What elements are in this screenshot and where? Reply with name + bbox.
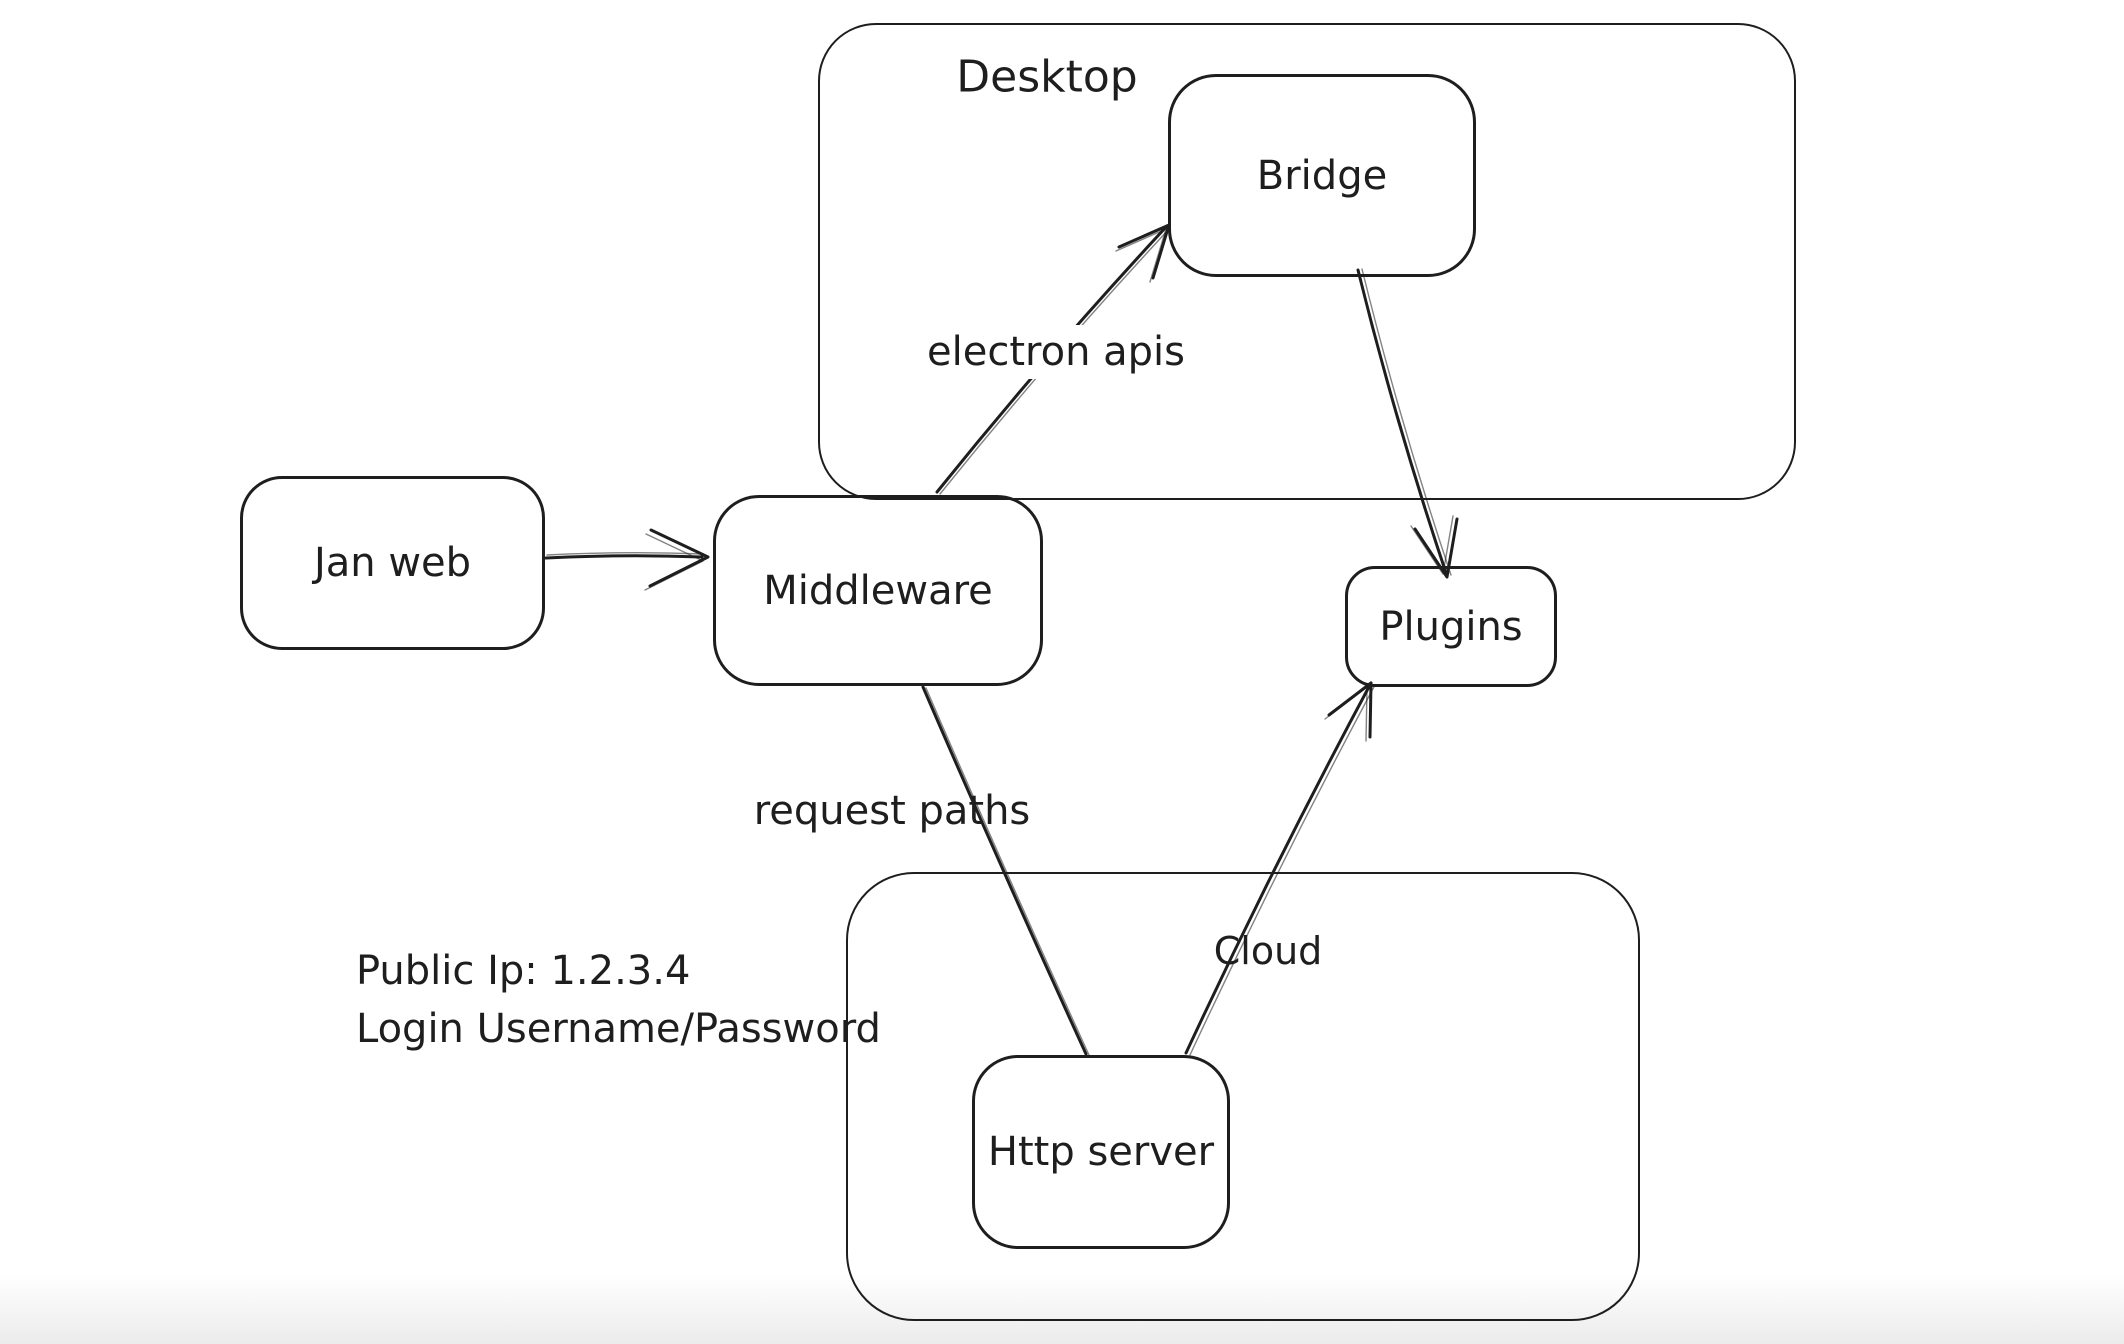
edge-middleware-to-http-server[interactable] (921, 685, 1090, 1056)
node-plugins[interactable]: Plugins (1345, 566, 1557, 687)
arrowhead (1413, 517, 1459, 579)
node-http-server[interactable]: Http server (972, 1055, 1230, 1249)
edge-label-electron-apis[interactable]: electron apis (917, 325, 1195, 379)
plugins-label: Plugins (1379, 603, 1523, 650)
bridge-label: Bridge (1256, 152, 1388, 199)
edge-http-server-to-plugins[interactable] (1184, 681, 1376, 1056)
desktop-container[interactable] (818, 23, 1796, 500)
jan-web-label: Jan web (313, 540, 472, 586)
edge-jan-web-to-middleware[interactable] (544, 528, 710, 591)
desktop-container-label[interactable]: Desktop (956, 51, 1138, 103)
annotation-line-public-ip: Public Ip: 1.2.3.4 (356, 948, 691, 994)
arrowhead (648, 528, 710, 588)
node-bridge[interactable]: Bridge (1168, 74, 1476, 277)
annotation-line-login: Login Username/Password (356, 1006, 881, 1052)
edge-bridge-to-plugins[interactable] (1356, 268, 1459, 579)
arrowhead (1117, 223, 1171, 280)
http-server-label: Http server (987, 1129, 1215, 1175)
middleware-label: Middleware (763, 567, 993, 614)
node-jan-web[interactable]: Jan web (240, 476, 545, 650)
cloud-container-label[interactable]: Cloud (1213, 929, 1323, 973)
cloud-container[interactable] (846, 872, 1640, 1321)
bottom-fade-gradient (0, 1274, 2124, 1344)
node-middleware[interactable]: Middleware (713, 495, 1043, 686)
annotation-text[interactable]: Public Ip: 1.2.3.4 Login Username/Passwo… (356, 942, 881, 1058)
edge-label-request-paths[interactable]: request paths (753, 788, 1031, 834)
arrowhead (1327, 681, 1373, 739)
